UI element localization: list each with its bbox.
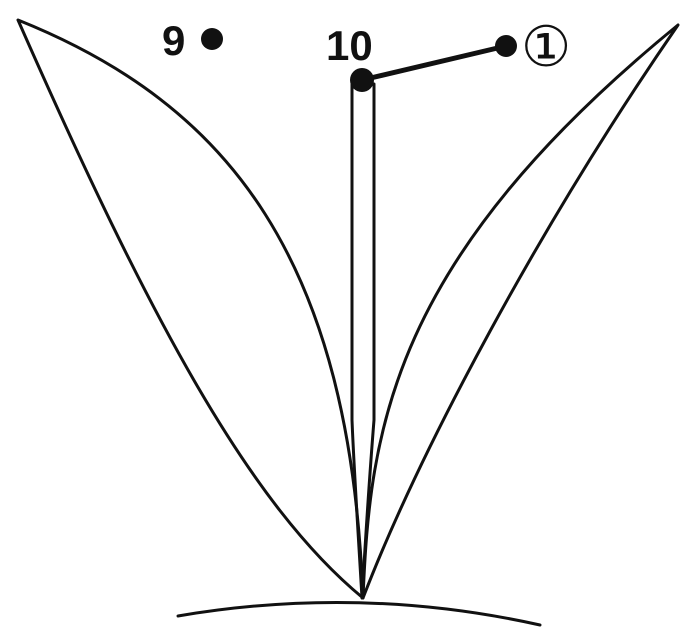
ground-line	[176, 600, 542, 627]
label-10: 10	[326, 22, 373, 69]
central-stalk	[350, 82, 376, 600]
leader-line	[359, 43, 509, 83]
label-9: 9	[162, 17, 185, 64]
marker-dot-1	[495, 35, 517, 57]
right-leaf	[361, 23, 680, 600]
left-leaf	[16, 18, 365, 600]
label-1-circled: ①	[521, 15, 571, 80]
marker-dot-9	[201, 28, 223, 50]
marker-dot-stalk-tip	[350, 68, 374, 92]
